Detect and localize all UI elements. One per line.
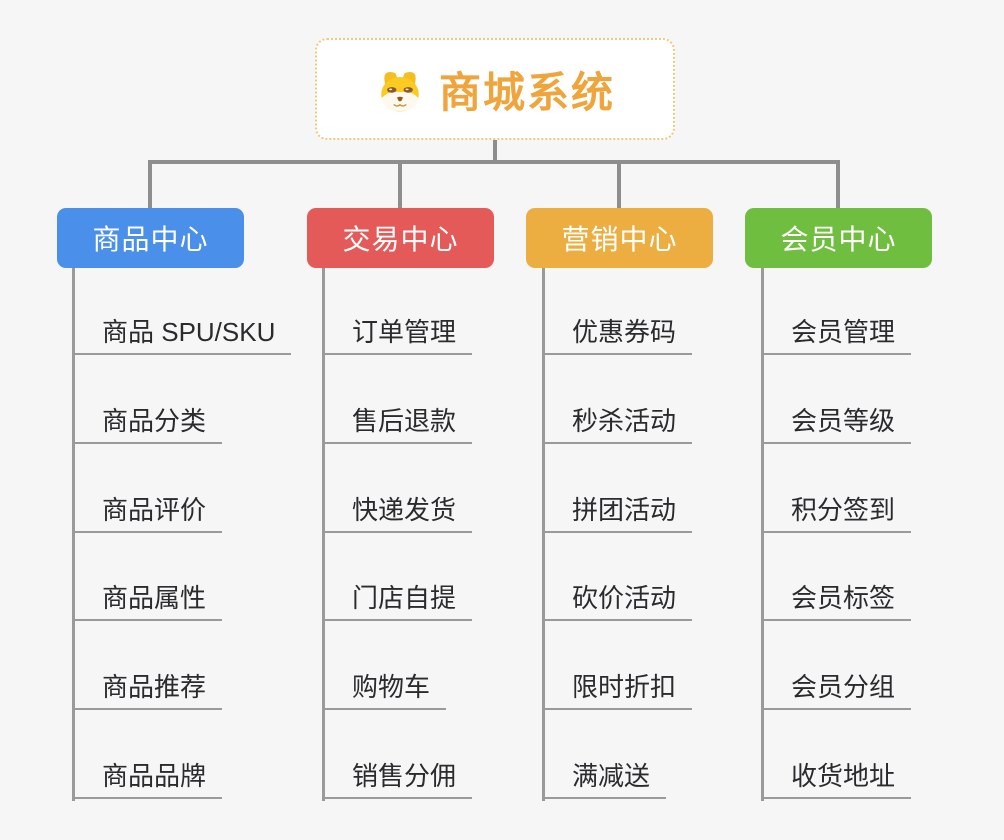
leaf-node[interactable]: 积分签到 [761,493,912,533]
leaf-node[interactable]: 商品评价 [72,493,223,533]
connector-drop [836,160,840,208]
leaf-node[interactable]: 会员等级 [761,404,912,444]
branch-trunk-line [542,268,545,801]
leaf-node[interactable]: 销售分佣 [322,759,473,799]
leaf-node[interactable]: 会员分组 [761,670,912,710]
branch-node-marketing-center[interactable]: 营销中心 [526,208,713,268]
leaf-node[interactable]: 限时折扣 [542,670,693,710]
branch-trunk-line [72,268,75,801]
leaf-node[interactable]: 商品推荐 [72,670,223,710]
leaf-node[interactable]: 商品属性 [72,581,223,621]
root-title: 商城系统 [438,68,615,116]
connector-drop [398,160,402,208]
leaf-node[interactable]: 会员管理 [761,315,912,355]
leaf-node[interactable]: 快递发货 [322,493,473,533]
leaf-node[interactable]: 商品品牌 [72,759,223,799]
leaf-node[interactable]: 满减送 [542,759,667,799]
connector-drop [148,160,152,208]
leaf-node[interactable]: 订单管理 [322,315,473,355]
doge-icon [381,71,419,111]
leaf-node[interactable]: 购物车 [322,670,447,710]
leaf-node[interactable]: 砍价活动 [542,581,693,621]
root-node[interactable]: 商城系统 [315,38,675,140]
connector-drop [617,160,621,208]
leaf-node[interactable]: 门店自提 [322,581,473,621]
leaf-node[interactable]: 收货地址 [761,759,912,799]
leaf-node[interactable]: 售后退款 [322,404,473,444]
leaf-node[interactable]: 商品 SPU/SKU [72,315,292,355]
branch-node-product-center[interactable]: 商品中心 [57,208,244,268]
leaf-node[interactable]: 拼团活动 [542,493,693,533]
branch-trunk-line [761,268,764,801]
leaf-node[interactable]: 商品分类 [72,404,223,444]
branch-trunk-line [322,268,325,801]
connector-bus [148,160,840,164]
connector-root-stub [493,140,497,164]
leaf-node[interactable]: 会员标签 [761,581,912,621]
leaf-node[interactable]: 秒杀活动 [542,404,693,444]
branch-node-trade-center[interactable]: 交易中心 [307,208,494,268]
branch-node-member-center[interactable]: 会员中心 [745,208,932,268]
leaf-node[interactable]: 优惠券码 [542,315,693,355]
